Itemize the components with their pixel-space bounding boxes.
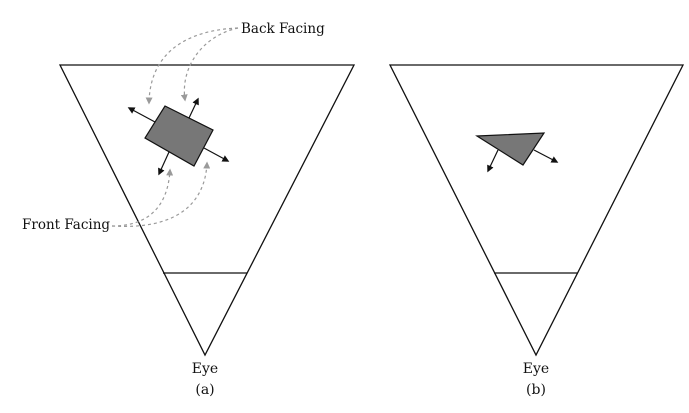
rectangle-object [127, 97, 230, 176]
panel-a: Back Facing Front Facing Eye (a) [22, 21, 356, 398]
normal-arrow-b-left [487, 149, 499, 173]
front-facing-dashed-arrow-2 [111, 161, 211, 228]
back-facing-pointers [145, 27, 239, 105]
normal-arrow-up-left [127, 107, 156, 123]
eye-label-b: Eye [523, 361, 549, 377]
front-facing-dashed-arrow-1 [111, 168, 174, 227]
frustum-a [58, 64, 356, 357]
normal-arrow-b-right [533, 149, 559, 163]
back-facing-label: Back Facing [241, 21, 325, 37]
back-facing-dashed-arrow-2 [180, 27, 239, 102]
triangle-face [475, 132, 546, 166]
eye-label-a: Eye [192, 361, 218, 377]
front-facing-pointers [111, 161, 211, 228]
normal-arrow-down-left [158, 151, 170, 176]
normal-arrow-up-right [188, 97, 199, 119]
subfigure-label-b: (b) [526, 382, 546, 398]
subfigure-label-a: (a) [195, 382, 214, 398]
panel-b: Eye (b) [388, 64, 685, 398]
triangle-object [475, 132, 559, 173]
front-facing-label: Front Facing [22, 217, 110, 233]
normal-arrow-down-right [203, 147, 230, 162]
rectangle-face [144, 105, 214, 167]
frustum-b [388, 64, 685, 357]
